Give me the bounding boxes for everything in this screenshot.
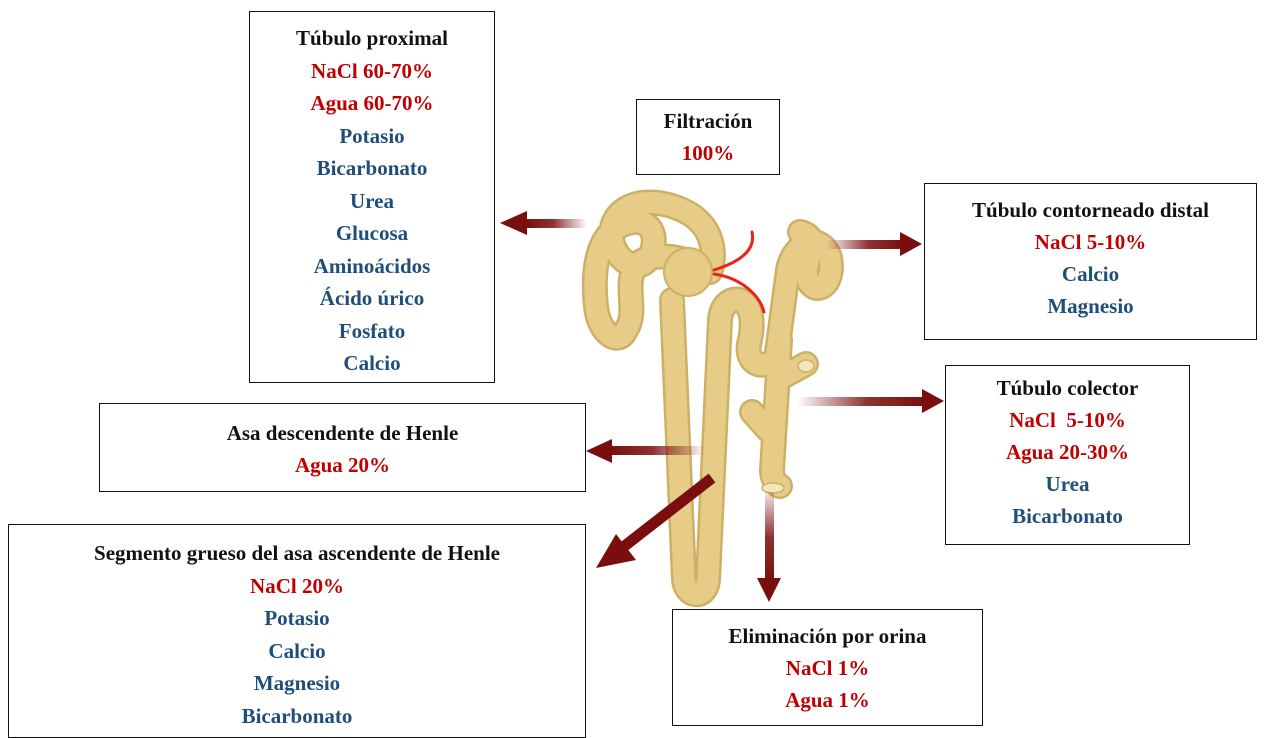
distal-title: Túbulo contorneado distal xyxy=(925,194,1256,226)
proximal-title: Túbulo proximal xyxy=(250,22,494,55)
distal-item: Calcio xyxy=(925,258,1256,290)
proximal-item: NaCl 60-70% xyxy=(250,55,494,88)
collecting-item: Agua 20-30% xyxy=(946,436,1189,468)
filtration-title: Filtración xyxy=(637,105,779,137)
urine-item: NaCl 1% xyxy=(673,652,982,684)
proximal-item: Calcio xyxy=(250,347,494,380)
descending-limb-box: Asa descendente de Henle Agua 20% xyxy=(99,403,586,492)
collecting-tubule-box: Túbulo colector NaCl 5-10% Agua 20-30% U… xyxy=(945,365,1190,545)
thick-ascending-item: Calcio xyxy=(9,635,585,668)
distal-item: Magnesio xyxy=(925,290,1256,322)
proximal-item: Glucosa xyxy=(250,217,494,250)
thick-ascending-item: NaCl 20% xyxy=(9,570,585,603)
proximal-item: Agua 60-70% xyxy=(250,87,494,120)
arrow-to-proximal xyxy=(500,211,587,235)
urine-title: Eliminación por orina xyxy=(673,620,982,652)
proximal-item: Fosfato xyxy=(250,315,494,348)
filtration-item: 100% xyxy=(637,137,779,169)
distal-item: NaCl 5-10% xyxy=(925,226,1256,258)
urine-elimination-box: Eliminación por orina NaCl 1% Agua 1% xyxy=(672,609,983,726)
proximal-item: Urea xyxy=(250,185,494,218)
thick-ascending-item: Potasio xyxy=(9,602,585,635)
proximal-item: Bicarbonato xyxy=(250,152,494,185)
arrow-to-colector xyxy=(797,389,944,413)
thick-ascending-item: Bicarbonato xyxy=(9,700,585,733)
arrow-to-orina xyxy=(757,492,781,602)
filtration-box: Filtración 100% xyxy=(636,99,780,175)
proximal-item: Ácido úrico xyxy=(250,282,494,315)
proximal-item: Aminoácidos xyxy=(250,250,494,283)
collecting-title: Túbulo colector xyxy=(946,372,1189,404)
proximal-tubule-box: Túbulo proximal NaCl 60-70% Agua 60-70% … xyxy=(249,11,495,383)
distal-tubule-box: Túbulo contorneado distal NaCl 5-10% Cal… xyxy=(924,183,1257,340)
thick-ascending-limb-box: Segmento grueso del asa ascendente de He… xyxy=(8,524,586,738)
descending-item: Agua 20% xyxy=(100,449,585,481)
thick-ascending-title: Segmento grueso del asa ascendente de He… xyxy=(9,537,585,570)
collecting-item: Bicarbonato xyxy=(946,500,1189,532)
collecting-item: NaCl 5-10% xyxy=(946,404,1189,436)
glomerular-capsule xyxy=(664,248,712,296)
collecting-item: Urea xyxy=(946,468,1189,500)
thick-ascending-item: Magnesio xyxy=(9,667,585,700)
descending-title: Asa descendente de Henle xyxy=(100,417,585,449)
urine-item: Agua 1% xyxy=(673,684,982,716)
proximal-item: Potasio xyxy=(250,120,494,153)
